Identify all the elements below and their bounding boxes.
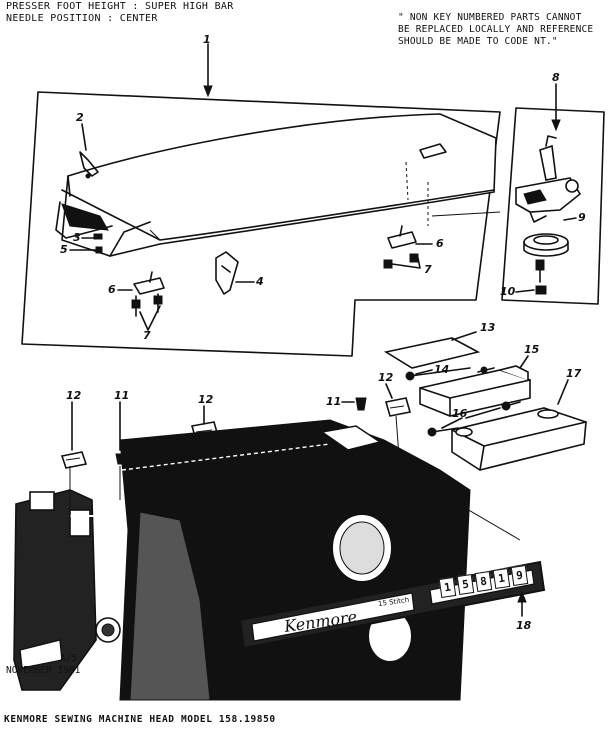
- header-line-presser-foot: PRESSER FOOT HEIGHT : SUPER HIGH BAR: [6, 1, 234, 12]
- part-17-block: [451, 407, 587, 471]
- nameplate-digit: 1: [492, 568, 511, 589]
- callout-7-left: 7: [143, 329, 151, 342]
- part-6-bracket-right: [383, 225, 421, 269]
- parts-3-5-screws: [83, 233, 103, 254]
- callout-17: 17: [566, 367, 582, 380]
- nameplate-digit: 8: [474, 571, 493, 592]
- part-15-block: [419, 365, 531, 417]
- callout-11-right: 11: [326, 395, 342, 408]
- part-14-screws: [405, 366, 495, 381]
- presser-assembly: [515, 135, 582, 295]
- top-cover-group-frame: [21, 91, 501, 357]
- note-line-1: " NON KEY NUMBERED PARTS CANNOT: [398, 12, 582, 23]
- callout-5: 5: [60, 243, 68, 256]
- callout-6-right: 6: [436, 237, 444, 250]
- page-code: A/5: [60, 653, 78, 664]
- callout-16: 16: [452, 407, 468, 420]
- needle-assembly-frame: [501, 107, 605, 305]
- callout-6-left: 6: [108, 283, 116, 296]
- callout-13: 13: [480, 321, 496, 334]
- callout-15: 15: [524, 343, 540, 356]
- footer-title: KENMORE SEWING MACHINE HEAD MODEL 158.19…: [4, 714, 276, 725]
- leader-lines: [69, 415, 521, 605]
- top-cover: [55, 113, 501, 257]
- callout-12-right: 12: [378, 371, 394, 384]
- nameplate-digit: 9: [510, 565, 529, 586]
- callout-9: 9: [578, 211, 586, 224]
- callout-8: 8: [552, 71, 560, 84]
- callout-11-left: 11: [114, 389, 130, 402]
- callout-2: 2: [76, 111, 84, 124]
- callout-arrows: [69, 43, 577, 617]
- callout-1: 1: [203, 33, 211, 46]
- part-6-bracket-left: [131, 271, 165, 331]
- part-16-screws: [427, 401, 521, 437]
- machine-left-end: [13, 489, 121, 691]
- note-line-2: BE REPLACED LOCALLY AND REFERENCE: [398, 24, 594, 35]
- callout-7-right: 7: [424, 263, 432, 276]
- callout-10: 10: [500, 285, 516, 298]
- nameplate-digit: 1: [438, 577, 457, 598]
- callout-3: 3: [73, 231, 81, 244]
- header-line-needle-position: NEEDLE POSITION : CENTER: [6, 13, 158, 24]
- callout-18: 18: [516, 619, 532, 632]
- nameplate-digit: 5: [456, 574, 475, 595]
- callout-12-middle: 12: [198, 393, 214, 406]
- part-2-bracket: [79, 151, 99, 179]
- callout-12-left: 12: [66, 389, 82, 402]
- page-date: NOVEMBER 1981: [6, 665, 81, 676]
- note-line-3: SHOULD BE MADE TO CODE NT.": [398, 36, 558, 47]
- callout-14: 14: [434, 363, 450, 376]
- part-13-plate: [383, 337, 481, 369]
- machine-head-body: [119, 419, 471, 701]
- part-4-latch: [215, 251, 239, 295]
- callout-4: 4: [256, 275, 264, 288]
